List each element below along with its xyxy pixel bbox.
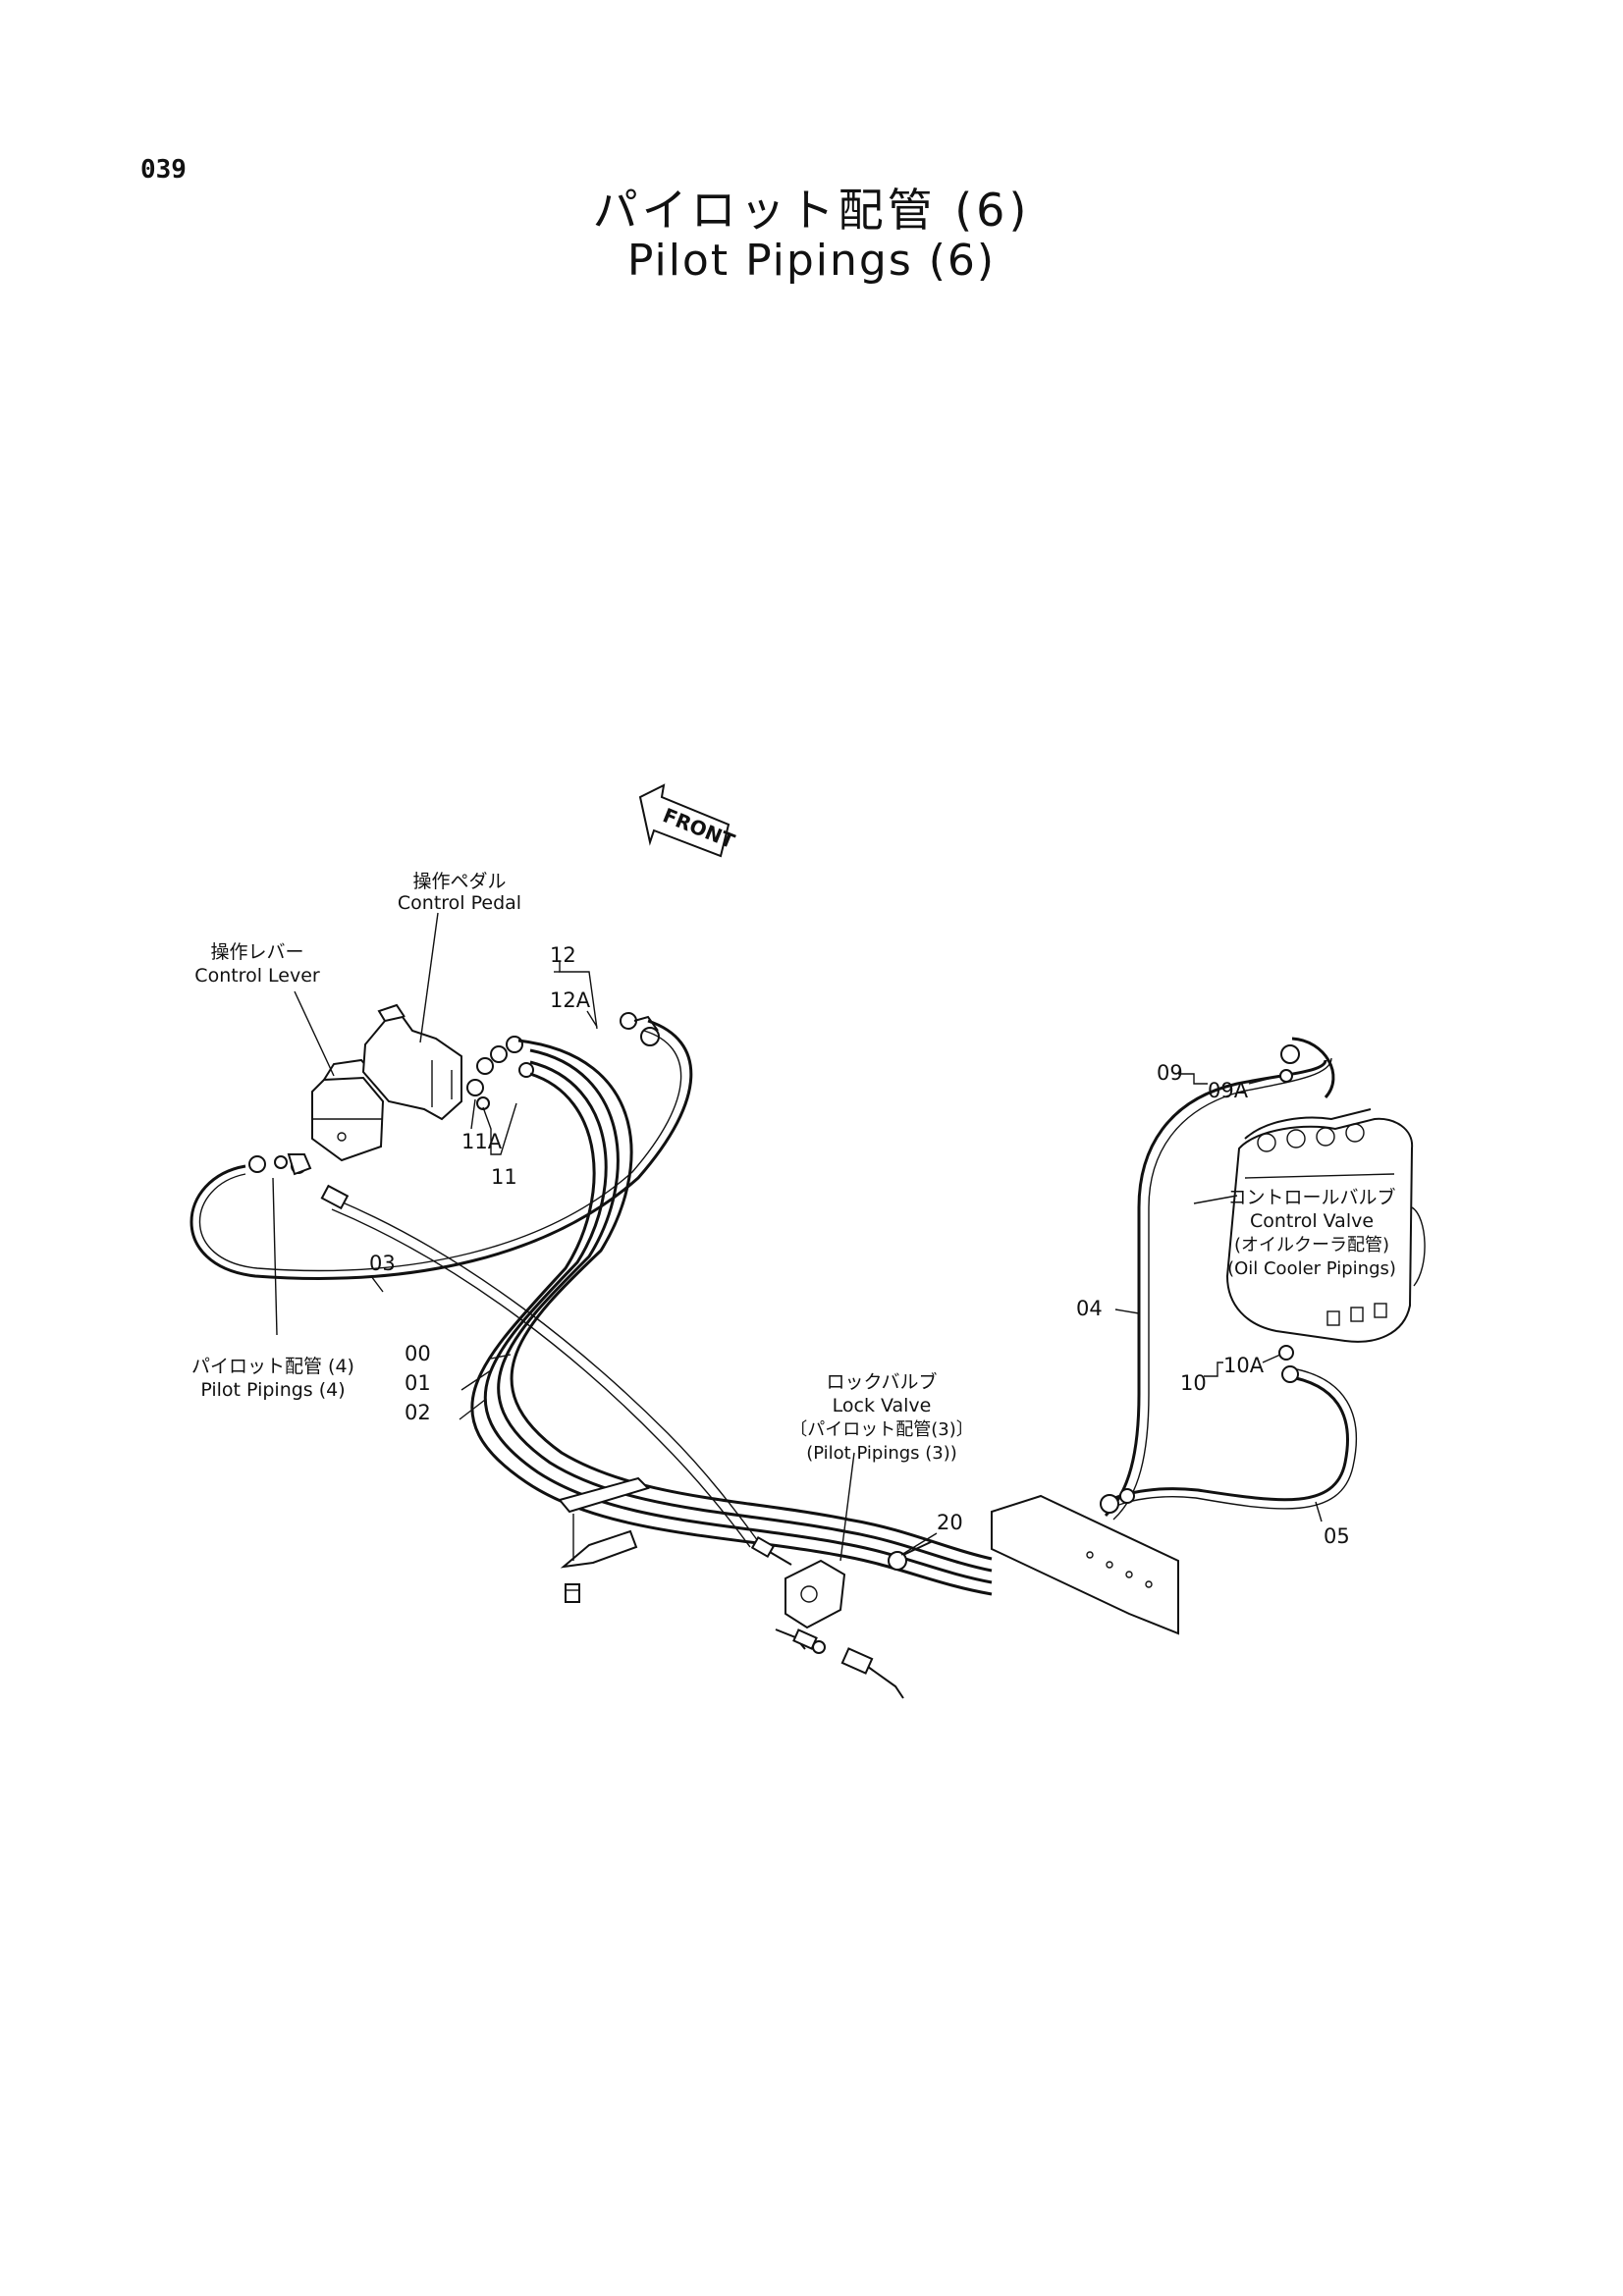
control-lever-label-jp: 操作レバー <box>210 941 303 963</box>
part-number-10: 10 <box>1180 1371 1207 1395</box>
part-number-03: 03 <box>369 1252 396 1275</box>
control-valve-label-jp: コントロールバルブ <box>1227 1186 1395 1208</box>
page-title-english: Pilot Pipings (6) <box>626 236 997 286</box>
part-number-09a: 09A <box>1208 1079 1249 1102</box>
part-number-02: 02 <box>405 1401 431 1424</box>
lock-valve-label-jp: ロックバルブ <box>826 1370 937 1393</box>
part-number-01: 01 <box>405 1371 431 1395</box>
part-number-11a: 11A <box>461 1130 503 1153</box>
control-pedal-label-en: Control Pedal <box>398 892 521 914</box>
control-valve-ref-jp: (オイルクーラ配管) <box>1234 1235 1389 1255</box>
control-valve-body <box>1225 1108 1426 1343</box>
part-number-12a: 12A <box>550 988 591 1012</box>
control-pedal-body <box>361 1003 462 1121</box>
control-pedal-label-jp: 操作ペダル <box>412 871 506 892</box>
control-lever-label-en: Control Lever <box>194 965 320 987</box>
diagonal-pilot-line <box>320 1184 759 1548</box>
bracket-lower-left <box>558 1476 650 1603</box>
control-valve-label-en: Control Valve <box>1250 1210 1374 1232</box>
mount-bracket-right <box>888 1494 1179 1635</box>
part-number-12: 12 <box>550 943 576 967</box>
front-arrow: FRONT <box>638 783 738 858</box>
control-valve-ref-en: (Oil Cooler Pipings) <box>1227 1258 1396 1279</box>
hose-04 <box>1104 1037 1335 1521</box>
part-number-00: 00 <box>405 1342 431 1365</box>
hose-03 <box>189 1019 693 1280</box>
part-number-11: 11 <box>491 1165 517 1189</box>
lock-valve-label-en: Lock Valve <box>833 1395 932 1416</box>
part-number-20: 20 <box>937 1511 963 1534</box>
pilot-pipings-4-label-en: Pilot Pipings (4) <box>200 1379 345 1401</box>
part-number-04: 04 <box>1076 1297 1103 1320</box>
part-number-05: 05 <box>1324 1524 1350 1548</box>
page-title-japanese: パイロット配管 (6) <box>592 184 1031 237</box>
page-number: 039 <box>140 155 187 185</box>
part-number-10a: 10A <box>1223 1354 1265 1377</box>
front-label: FRONT <box>660 803 738 853</box>
leader-lines <box>272 912 1323 1562</box>
part-number-09: 09 <box>1157 1061 1183 1085</box>
hose-bundle-00-01-02 <box>470 1039 993 1596</box>
lock-valve-ref-en: (Pilot Pipings (3)) <box>806 1443 957 1464</box>
lock-valve-body <box>750 1535 904 1699</box>
hose-05 <box>1100 1345 1357 1514</box>
lock-valve-ref-jp: 〔パイロット配管(3)〕 <box>789 1419 974 1440</box>
pilot-pipings-4-label-jp: パイロット配管 (4) <box>191 1356 354 1377</box>
